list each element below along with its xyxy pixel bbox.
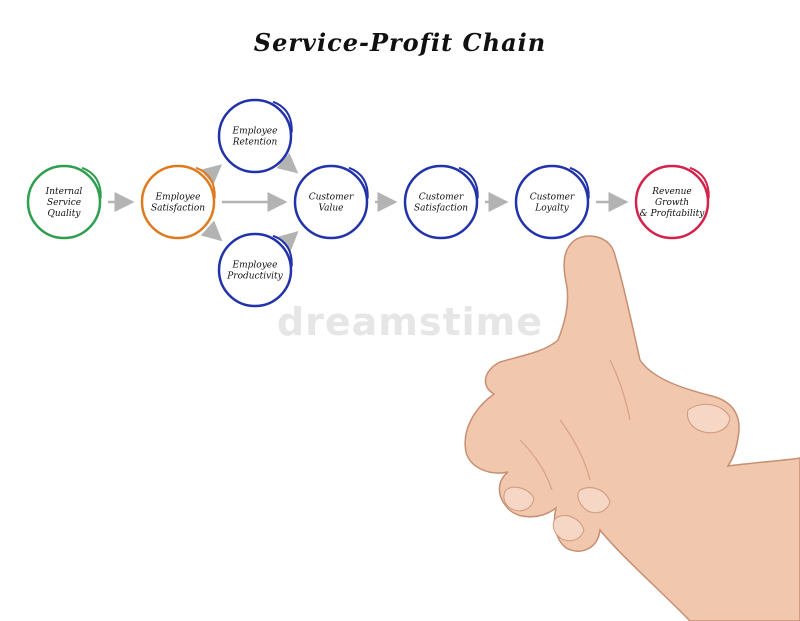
finger-nail <box>552 515 585 542</box>
node-label-line: Customer <box>309 193 354 203</box>
node-circle-stroke <box>348 166 369 199</box>
node-label-line: Quality <box>48 209 82 219</box>
arrow-employee-retention-to-customer-value <box>276 152 299 174</box>
arrow-employee-satisfaction-to-employee-productivity <box>200 220 223 242</box>
hand-crease <box>519 439 553 491</box>
node-label-line: Satisfaction <box>414 204 468 214</box>
node-circle-stroke <box>458 166 479 199</box>
hand-crease <box>559 419 591 481</box>
node-circle-stroke <box>689 166 710 199</box>
nodes-layer: InternalServiceQualityEmployeeSatisfacti… <box>26 98 710 308</box>
hand-crease <box>609 359 631 421</box>
node-label-line: Satisfaction <box>151 204 205 214</box>
node-circle <box>217 98 293 174</box>
node-label-line: Retention <box>232 138 278 148</box>
arrow-employee-satisfaction-to-employee-retention <box>200 164 222 185</box>
node-circle-stroke <box>81 166 102 199</box>
node-label-line: Customer <box>530 193 575 203</box>
node-label-line: & Profitability <box>640 209 706 219</box>
node-label-line: Growth <box>655 198 689 208</box>
finger-nail <box>577 487 611 514</box>
node-label-line: Internal <box>45 187 83 197</box>
node-label-line: Employee <box>232 127 278 137</box>
node-circle <box>140 164 216 240</box>
node-label-line: Loyalty <box>534 204 569 214</box>
arrow-employee-productivity-to-customer-value <box>277 231 299 252</box>
node-circle <box>514 164 590 240</box>
node-circle-stroke <box>195 166 216 199</box>
node-label-line: Value <box>318 204 343 214</box>
node-circle-stroke <box>272 100 293 133</box>
hand-shape <box>464 235 800 621</box>
watermark: dreamstime <box>276 300 544 344</box>
node-label-line: Employee <box>155 193 201 203</box>
node-label-line: Employee <box>232 261 278 271</box>
node-circle-stroke <box>569 166 590 199</box>
node-circle-stroke <box>272 234 293 267</box>
node-label-line: Service <box>47 198 81 208</box>
node-label-line: Productivity <box>226 272 283 282</box>
diagram-title: Service-Profit Chain <box>253 28 547 57</box>
node-circle <box>26 164 102 240</box>
node-circle <box>403 164 479 240</box>
pointing-hand <box>464 235 800 621</box>
node-circle <box>217 232 293 308</box>
node-label-line: Customer <box>419 193 464 203</box>
thumb-nail <box>687 403 731 434</box>
edges-layer <box>108 152 629 252</box>
node-circle <box>634 164 710 240</box>
finger-nail <box>503 486 535 512</box>
node-circle <box>293 164 369 240</box>
node-label-line: Revenue <box>651 187 691 197</box>
